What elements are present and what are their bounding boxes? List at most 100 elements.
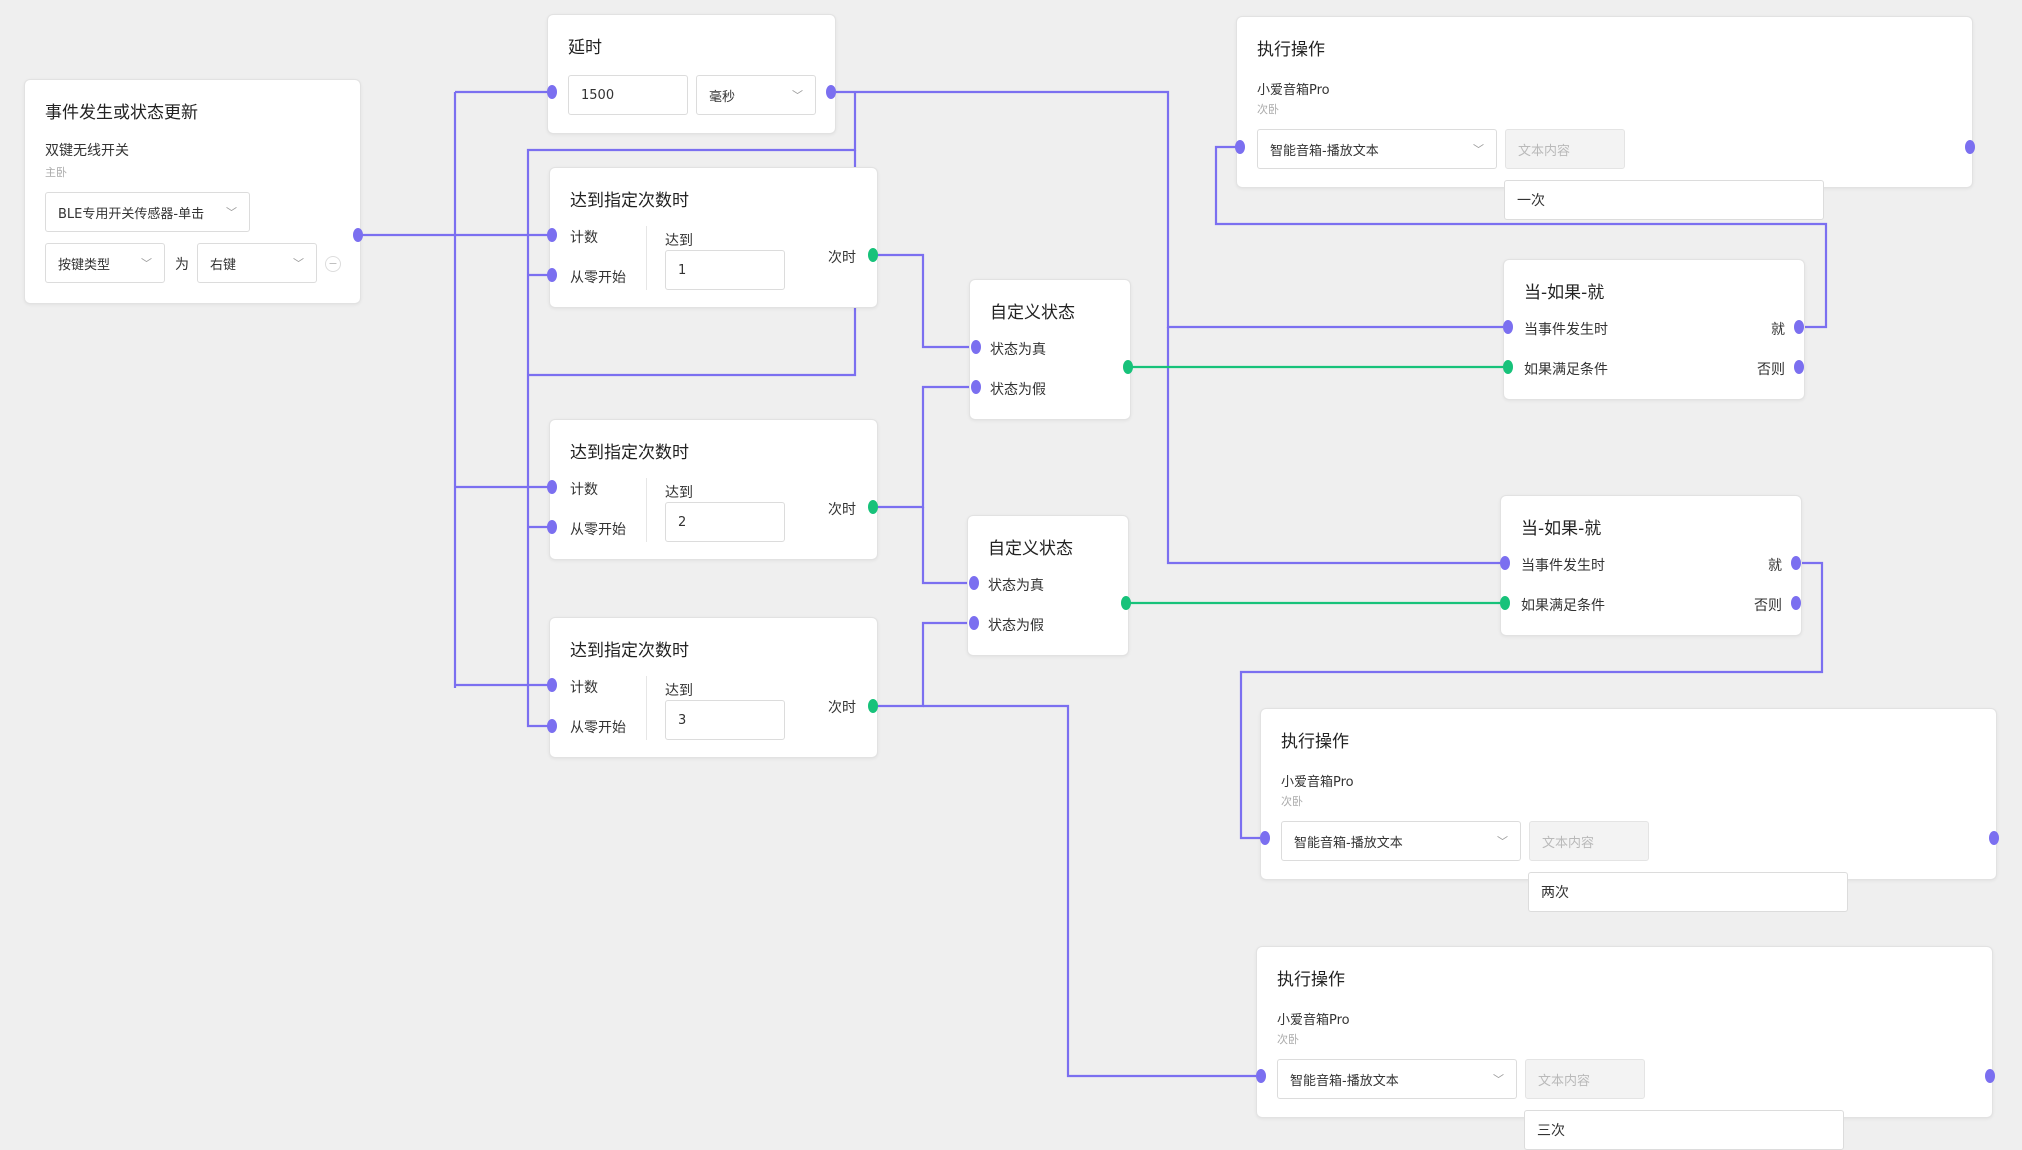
trigger-output-port[interactable] — [353, 228, 363, 242]
then-output-label: 就 — [1771, 322, 1785, 338]
state-false-label: 状态为假 — [988, 618, 1044, 634]
times-output-label: 次时 — [828, 700, 856, 716]
text-content-input[interactable]: 文本内容 — [1529, 821, 1649, 861]
condition-card-2[interactable]: 当-如果-就 当事件发生时 如果满足条件 就 否则 — [1500, 495, 1802, 636]
action1-input-port[interactable] — [1235, 140, 1245, 154]
text-content-input[interactable]: 文本内容 — [1525, 1059, 1645, 1099]
action-card-1[interactable]: 执行操作 小爱音箱Pro 次卧 智能音箱-播放文本 ﹀ 文本内容 — [1236, 16, 1973, 188]
state2-output-port[interactable] — [1121, 596, 1131, 610]
action-card-3[interactable]: 执行操作 小爱音箱Pro 次卧 智能音箱-播放文本 ﹀ 文本内容 — [1256, 946, 1993, 1118]
delay-title: 延时 — [568, 38, 602, 58]
counter1-reset-port[interactable] — [547, 268, 557, 282]
text-suggestion-1[interactable]: 一次 — [1504, 180, 1824, 220]
state1-false-port[interactable] — [971, 380, 981, 394]
counter1-count-port[interactable] — [547, 228, 557, 242]
state1-output-port[interactable] — [1123, 360, 1133, 374]
condition-title: 当-如果-就 — [1521, 519, 1602, 539]
times-output-label: 次时 — [828, 250, 856, 266]
state1-true-port[interactable] — [971, 340, 981, 354]
delay-unit-value: 毫秒 — [709, 89, 736, 105]
action-title: 执行操作 — [1257, 40, 1325, 60]
reach-count-input[interactable]: 3 — [665, 700, 785, 740]
cond1-if-port[interactable] — [1503, 360, 1513, 374]
action-value: 智能音箱-播放文本 — [1290, 1073, 1399, 1089]
action-select[interactable]: 智能音箱-播放文本 ﹀ — [1257, 129, 1497, 169]
count-input-label: 计数 — [570, 680, 598, 696]
then-output-label: 就 — [1768, 558, 1782, 574]
action-device-name: 小爱音箱Pro — [1257, 83, 1330, 98]
trigger-event-value: BLE专用开关传感器-单击 — [58, 206, 205, 222]
state2-false-port[interactable] — [969, 616, 979, 630]
action-select[interactable]: 智能音箱-播放文本 ﹀ — [1281, 821, 1521, 861]
count-input-label: 计数 — [570, 230, 598, 246]
counter2-output-port[interactable] — [868, 500, 878, 514]
cond1-else-port[interactable] — [1794, 360, 1804, 374]
counter-title: 达到指定次数时 — [570, 641, 689, 661]
key-type-value: 按键类型 — [58, 257, 111, 273]
cond2-then-port[interactable] — [1791, 556, 1801, 570]
counter3-reset-port[interactable] — [547, 719, 557, 733]
count-input-label: 计数 — [570, 482, 598, 498]
divider — [646, 676, 647, 740]
delay-unit-select[interactable]: 毫秒 ﹀ — [696, 75, 816, 115]
else-output-label: 否则 — [1757, 362, 1785, 378]
remove-condition-icon[interactable]: − — [325, 256, 341, 272]
counter-title: 达到指定次数时 — [570, 443, 689, 463]
chevron-down-icon: ﹀ — [1497, 835, 1508, 848]
delay-input-port[interactable] — [547, 85, 557, 99]
cond1-then-port[interactable] — [1794, 320, 1804, 334]
cond1-when-port[interactable] — [1503, 320, 1513, 334]
state-true-label: 状态为真 — [990, 342, 1046, 358]
key-value-value: 右键 — [210, 257, 237, 273]
action-room: 次卧 — [1257, 103, 1279, 116]
state-true-label: 状态为真 — [988, 578, 1044, 594]
divider — [646, 478, 647, 542]
counter1-output-port[interactable] — [868, 248, 878, 262]
state-false-label: 状态为假 — [990, 382, 1046, 398]
trigger-card[interactable]: 事件发生或状态更新 双键无线开关 主卧 BLE专用开关传感器-单击 ﹀ 按键类型… — [24, 79, 361, 304]
delay-output-port[interactable] — [826, 85, 836, 99]
state-card-2[interactable]: 自定义状态 状态为真 状态为假 — [967, 515, 1129, 656]
trigger-event-select[interactable]: BLE专用开关传感器-单击 ﹀ — [45, 192, 250, 232]
counter2-count-port[interactable] — [547, 480, 557, 494]
trigger-title: 事件发生或状态更新 — [45, 103, 198, 123]
is-label: 为 — [175, 257, 189, 273]
action2-output-port[interactable] — [1989, 831, 1999, 845]
state-card-1[interactable]: 自定义状态 状态为真 状态为假 — [969, 279, 1131, 420]
action3-output-port[interactable] — [1985, 1069, 1995, 1083]
cond2-when-port[interactable] — [1500, 556, 1510, 570]
chevron-down-icon: ﹀ — [1493, 1073, 1504, 1086]
if-input-label: 如果满足条件 — [1521, 598, 1605, 614]
trigger-room: 主卧 — [45, 166, 67, 179]
counter3-output-port[interactable] — [868, 699, 878, 713]
text-content-input[interactable]: 文本内容 — [1505, 129, 1625, 169]
condition-card-1[interactable]: 当-如果-就 当事件发生时 如果满足条件 就 否则 — [1503, 259, 1805, 400]
key-value-select[interactable]: 右键 ﹀ — [197, 243, 317, 283]
action2-input-port[interactable] — [1260, 831, 1270, 845]
text-suggestion-2[interactable]: 两次 — [1528, 872, 1848, 912]
action3-input-port[interactable] — [1256, 1069, 1266, 1083]
counter-card-3[interactable]: 达到指定次数时 计数 从零开始 达到 3 次时 — [549, 617, 878, 758]
action-card-2[interactable]: 执行操作 小爱音箱Pro 次卧 智能音箱-播放文本 ﹀ 文本内容 — [1260, 708, 1997, 880]
reach-count-input[interactable]: 2 — [665, 502, 785, 542]
counter3-count-port[interactable] — [547, 678, 557, 692]
action-select[interactable]: 智能音箱-播放文本 ﹀ — [1277, 1059, 1517, 1099]
reach-count-input[interactable]: 1 — [665, 250, 785, 290]
counter2-reset-port[interactable] — [547, 520, 557, 534]
delay-card[interactable]: 延时 1500 毫秒 ﹀ — [547, 14, 836, 134]
action-value: 智能音箱-播放文本 — [1270, 143, 1379, 159]
state2-true-port[interactable] — [969, 576, 979, 590]
cond2-if-port[interactable] — [1500, 596, 1510, 610]
action-room: 次卧 — [1277, 1033, 1299, 1046]
action-value: 智能音箱-播放文本 — [1294, 835, 1403, 851]
action1-output-port[interactable] — [1965, 140, 1975, 154]
cond2-else-port[interactable] — [1791, 596, 1801, 610]
key-type-select[interactable]: 按键类型 ﹀ — [45, 243, 165, 283]
chevron-down-icon: ﹀ — [1473, 143, 1484, 156]
delay-value-input[interactable]: 1500 — [568, 75, 688, 115]
counter-card-2[interactable]: 达到指定次数时 计数 从零开始 达到 2 次时 — [549, 419, 878, 560]
state-title: 自定义状态 — [988, 539, 1073, 559]
counter-card-1[interactable]: 达到指定次数时 计数 从零开始 达到 1 次时 — [549, 167, 878, 308]
chevron-down-icon: ﹀ — [792, 89, 803, 102]
reach-label: 达到 — [665, 485, 693, 501]
